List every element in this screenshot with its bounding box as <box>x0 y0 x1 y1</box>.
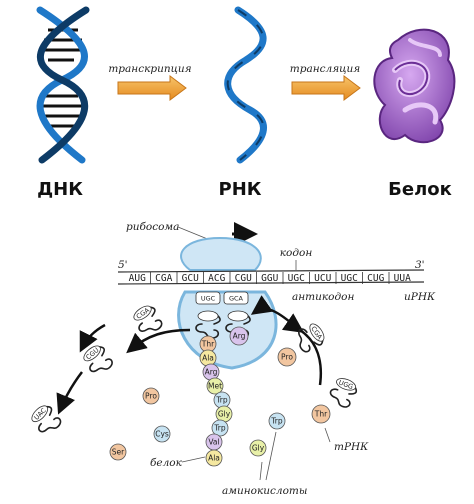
svg-text:Gly: Gly <box>218 410 231 419</box>
dna-helix <box>36 6 90 164</box>
mrna-codon: AUG <box>129 273 146 284</box>
svg-text:Ala: Ala <box>202 354 214 363</box>
anticodon-box <box>223 291 249 305</box>
protein-chain-label: белок <box>150 457 183 469</box>
protein-blob <box>373 28 456 144</box>
svg-text:Ser: Ser <box>112 448 125 457</box>
anticodon-box <box>195 291 221 305</box>
three-prime-label: 3' <box>415 259 425 271</box>
mrna-codon: CGA <box>155 273 172 284</box>
mrna-strand: AUG CGA GCU ACG CGU GGU UGC UCU UGC CUG UUA <box>117 269 425 285</box>
svg-text:Cys: Cys <box>155 430 169 439</box>
amino-acid: Trp <box>211 419 229 437</box>
svg-text:Trp: Trp <box>213 424 226 433</box>
exit-arrow-3 <box>56 371 83 415</box>
entry-arrow <box>250 295 291 323</box>
mrna-codon: ACG <box>208 273 225 284</box>
translation-arrow <box>291 75 361 101</box>
svg-text:Pro: Pro <box>145 392 157 401</box>
amino-acid: Pro <box>142 387 160 405</box>
amino-acid: Val <box>205 433 223 451</box>
amino-acid: Arg <box>202 363 220 381</box>
codon-label: кодон <box>280 247 313 259</box>
ribosome-label: рибосома <box>126 221 179 233</box>
amino-acid: Trp <box>268 412 286 430</box>
svg-text:Arg: Arg <box>205 368 218 377</box>
amino-acid: Ala <box>199 349 217 367</box>
trna-molecule <box>195 310 221 339</box>
svg-text:Gly: Gly <box>252 444 265 453</box>
protein-label: Белок <box>388 179 452 200</box>
mrna-codon: GCU <box>182 273 199 284</box>
mrna-label: иРНК <box>404 291 436 303</box>
trna-molecule: CGU <box>83 345 113 373</box>
trna-label: тРНК <box>334 441 369 453</box>
anticodon-label: антикодон <box>292 291 354 303</box>
svg-text:Trp: Trp <box>270 417 283 426</box>
trna-molecule: UGG <box>329 378 358 408</box>
mrna-codon: CUG <box>367 273 384 284</box>
svg-text:Pro: Pro <box>281 353 293 362</box>
dna-label: ДНК <box>37 179 83 200</box>
incoming-trna-arrow <box>281 313 323 386</box>
mrna-codon: UGC <box>341 273 358 284</box>
amino-acid: Met <box>206 377 224 395</box>
trna-molecule: UAC <box>31 405 62 433</box>
amino-acid: Cys <box>153 425 171 443</box>
exit-arrow-2 <box>79 323 106 353</box>
svg-text:Ala: Ala <box>208 454 220 463</box>
amino-acid: Gly <box>215 405 233 423</box>
amino-acid: Gly <box>249 439 267 457</box>
five-prime-label: 5' <box>118 259 128 271</box>
mrna-codon: CGU <box>235 273 252 284</box>
svg-text:Thr: Thr <box>201 340 215 349</box>
translation-label: трансляция <box>290 63 360 75</box>
rna-label: РНК <box>219 179 262 200</box>
svg-text:Arg: Arg <box>233 332 246 341</box>
mrna-codon: GGU <box>261 273 278 284</box>
transcription-arrow <box>117 75 187 101</box>
mrna-codon: UGC <box>288 273 305 284</box>
amino-acid: Trp <box>213 391 231 409</box>
amino-acid: Ala <box>205 449 223 467</box>
anticodon-text: UGC <box>201 295 216 303</box>
amino-acid: Pro <box>277 347 297 367</box>
anticodon-text: GCA <box>229 295 244 303</box>
svg-text:Met: Met <box>208 382 222 391</box>
mrna-codon: UCU <box>314 273 331 284</box>
svg-text:Thr: Thr <box>314 410 328 419</box>
amino-acid: Ser <box>109 443 127 461</box>
transcription-label: транскрипция <box>108 63 191 75</box>
rna-strand <box>224 6 267 164</box>
svg-text:Trp: Trp <box>215 396 228 405</box>
amino-acid: Thr <box>311 404 331 424</box>
amino-acids-label: аминокислоты <box>222 485 307 497</box>
exit-arrow-1 <box>126 328 191 354</box>
svg-text:Val: Val <box>208 438 219 447</box>
amino-acid: Arg <box>229 326 249 346</box>
mrna-codon: UUA <box>394 273 411 284</box>
